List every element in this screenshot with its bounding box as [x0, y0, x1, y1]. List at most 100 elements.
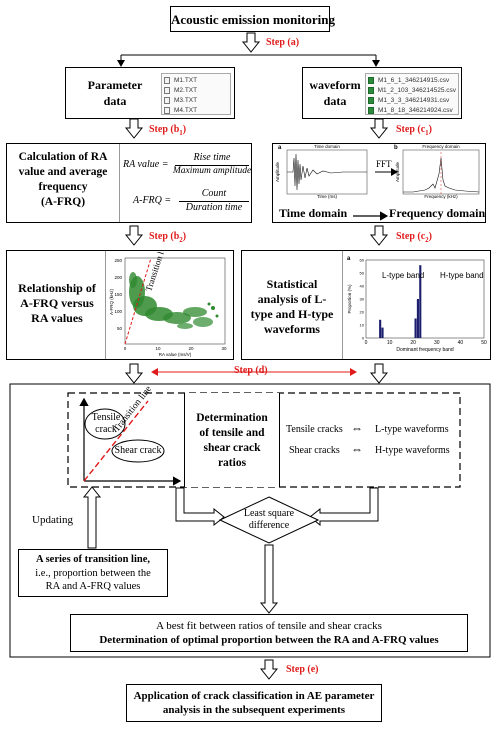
step-b1-label: Step (b1) — [149, 124, 187, 137]
h-type-annotation: H-type band — [440, 271, 484, 280]
statistical-box: Statistical analysis of L- type and H-ty… — [241, 250, 491, 360]
tensile-crack-label: Tensile crack — [91, 412, 121, 435]
row2-arrow-icon: ⇔ — [351, 442, 363, 456]
scatter-points — [129, 272, 219, 329]
fft-panel-a: a — [278, 145, 282, 151]
afrq-ra-scatter: 250 200 150 100 50 0 10 20 30 RA value (… — [109, 252, 227, 357]
step-c1-label: Step (c1) — [396, 124, 433, 137]
waveform-label-1: waveform — [309, 78, 361, 92]
fft-caption-left: Time domain — [279, 206, 348, 220]
calc-title-3: frequency — [38, 181, 88, 193]
waveform-label-2: data — [323, 94, 347, 108]
chart-panel-label: a — [347, 256, 351, 262]
relationship-line-2: A-FRQ versus — [20, 296, 94, 310]
chart-xlabel: Dominant frequency band — [396, 347, 453, 353]
block-arrows — [124, 118, 389, 680]
application-line-1: Application of crack classification in A… — [133, 690, 375, 702]
fft-title-b: Frequency domain — [422, 144, 460, 149]
time-domain-waveform — [287, 153, 367, 191]
param-file-3[interactable]: M3.TXT — [164, 95, 228, 105]
y-tick-label: 10 — [360, 323, 365, 328]
least-square-text: Least square difference — [243, 508, 295, 531]
ra-formula-lhs: RA value = — [123, 159, 169, 170]
fft-ylabel-a: Amplitude — [275, 161, 280, 182]
wave-file-3[interactable]: M1_3_3_346214931.csv — [368, 95, 456, 105]
wave-file-1[interactable]: M1_6_1_346214915.csv — [368, 75, 456, 85]
csv-file-icon — [368, 96, 374, 104]
chart-frame — [365, 259, 485, 339]
relationship-box: Relationship of A-FRQ versus RA values 2… — [6, 250, 234, 360]
xtick-1: 0 — [124, 346, 127, 351]
shear-ellipse — [111, 439, 165, 463]
bar-7 — [381, 327, 384, 338]
xtick-4: 30 — [221, 346, 227, 351]
bestfit-line-2: Determination of optimal proportion betw… — [99, 634, 439, 646]
row1-left: Tensile cracks — [286, 424, 343, 435]
title-box: Acoustic emission monitoring — [170, 6, 335, 32]
statistical-line-4: waveforms — [264, 322, 320, 336]
afrq-formula-den: Duration time — [185, 202, 243, 213]
fft-xlabel-a: Time (ms) — [316, 194, 338, 199]
fft-arrow-label: FFT — [376, 159, 392, 169]
step-d-label: Step (d) — [234, 365, 268, 376]
series-line-3: RA and A-FRQ values — [45, 581, 141, 592]
relationship-line-1: Relationship of — [18, 281, 96, 295]
param-file-2[interactable]: M2.TXT — [164, 85, 228, 95]
row2-left: Shear cracks — [289, 445, 340, 456]
txt-file-icon — [164, 76, 170, 84]
application-box: Application of crack classification in A… — [126, 684, 382, 722]
ytick-3: 150 — [114, 292, 122, 297]
wave-file-4[interactable]: M1_8_18_346214924.csv — [368, 105, 456, 115]
calculation-box: Calculation of RA value and average freq… — [6, 143, 252, 223]
param-file-1[interactable]: M1.TXT — [164, 75, 228, 85]
y-tick-label: 0 — [362, 336, 365, 341]
xtick-3: 20 — [188, 346, 194, 351]
step-b2-label: Step (b2) — [149, 231, 187, 244]
block-arrow-a — [241, 32, 261, 53]
schematic-transition-line — [83, 400, 149, 482]
chart-ylabel: Proportion (%) — [347, 284, 352, 314]
x-tick-label: 20 — [410, 340, 416, 346]
tensile-ellipse — [84, 408, 126, 440]
wave-file-2[interactable]: M1_2_103_346214525.csv — [368, 85, 456, 95]
fft-caption-right: Frequency domain — [389, 206, 486, 220]
x-tick-label: 40 — [458, 340, 464, 346]
bestfit-box: A best fit between ratios of tensile and… — [70, 614, 468, 652]
y-tick-label: 60 — [360, 258, 365, 263]
ytick-4: 100 — [114, 309, 122, 314]
ytick-1: 250 — [114, 258, 122, 263]
afrq-formula-num: Count — [201, 188, 227, 199]
application-line-2: analysis in the subsequent experiments — [162, 704, 346, 716]
fft-xlabel-b: Frequency (kHz) — [424, 194, 458, 199]
calc-title-2: value and average — [18, 166, 108, 178]
determination-title-box: Determination of tensile and shear crack… — [184, 393, 280, 487]
determination-title-3: shear crack — [203, 442, 261, 454]
ra-formula-num: Rise time — [193, 152, 231, 163]
parameter-label-2: data — [103, 94, 127, 108]
series-box: A series of transition line, i.e., propo… — [18, 549, 168, 597]
statistical-line-3: type and H-type — [250, 307, 334, 321]
txt-file-icon — [164, 106, 170, 114]
series-line-2: i.e., proportion between the — [35, 567, 151, 579]
y-tick-label: 30 — [360, 297, 365, 302]
statistical-line-1: Statistical — [266, 277, 318, 291]
y-tick-label: 20 — [360, 310, 365, 315]
calc-title-1: Calculation of RA — [18, 151, 108, 163]
parameter-label-1: Parameter — [87, 78, 143, 92]
row1-right: L-type waveforms — [375, 424, 449, 435]
ra-formula-den: Maximum amplitude — [172, 166, 252, 176]
bar-22 — [416, 299, 419, 338]
step-a-label: Step (a) — [266, 37, 300, 48]
fft-panel-b: b — [394, 145, 398, 151]
step-e-label: Step (e) — [286, 664, 319, 675]
bestfit-line-1: A best fit between ratios of tensile and… — [156, 620, 382, 632]
bar-21 — [414, 318, 417, 338]
param-file-4[interactable]: M4.TXT — [164, 105, 228, 115]
waveform-data-box: waveform data M1_6_1_346214915.csv M1_2_… — [302, 67, 462, 119]
y-tick-label: 40 — [360, 284, 365, 289]
x-tick-label: 50 — [481, 340, 487, 346]
calc-title-4: (A-FRQ) — [40, 196, 86, 208]
csv-file-icon — [368, 86, 374, 94]
step-c2-label: Step (c2) — [396, 231, 433, 244]
